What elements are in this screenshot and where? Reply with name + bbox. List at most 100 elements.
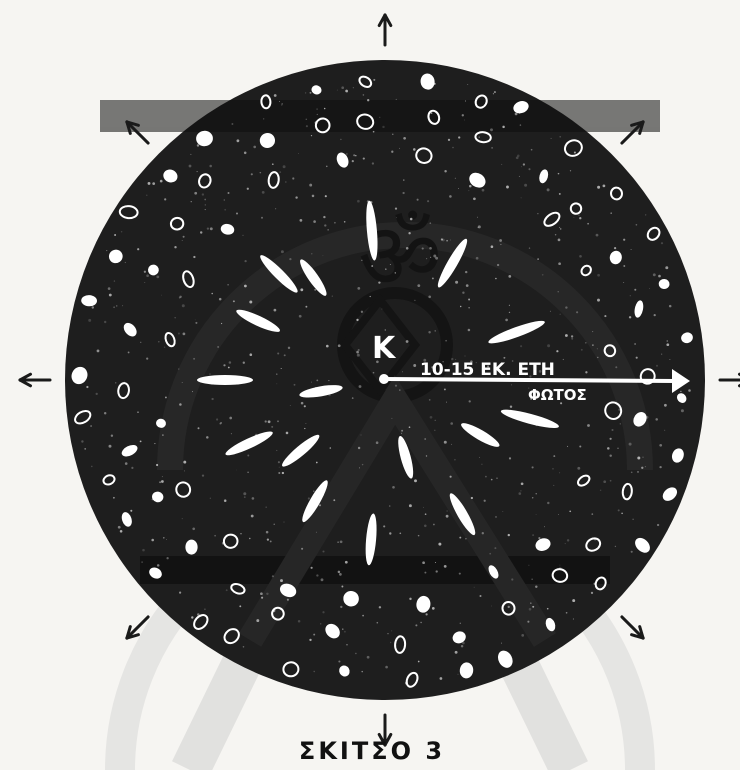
speckle	[597, 348, 598, 349]
speckle	[669, 305, 672, 308]
speckle	[573, 618, 574, 619]
speckle	[256, 619, 259, 622]
speckle	[324, 108, 326, 110]
speckle	[389, 505, 391, 507]
speckle	[146, 357, 148, 359]
speckle	[306, 119, 307, 120]
speckle	[332, 296, 333, 297]
speckle	[305, 306, 307, 308]
speckle	[528, 565, 529, 566]
speckle	[165, 396, 167, 398]
speckle	[417, 199, 419, 201]
speckle	[274, 309, 277, 312]
speckle	[579, 217, 581, 219]
speckle	[341, 86, 344, 89]
speckle	[604, 315, 606, 317]
speckle	[390, 264, 391, 265]
speckle	[140, 441, 142, 443]
speckle	[616, 401, 617, 402]
speckle	[681, 409, 684, 412]
speckle	[553, 455, 555, 457]
speckle	[305, 92, 306, 93]
speckle	[592, 331, 593, 332]
speckle	[109, 294, 112, 297]
speckle	[288, 347, 290, 349]
speckle	[389, 532, 391, 534]
speckle	[193, 358, 195, 360]
speckle	[452, 147, 454, 149]
speckle	[182, 240, 183, 241]
speckle	[111, 435, 113, 437]
speckle	[309, 639, 311, 641]
speckle	[446, 240, 448, 242]
speckle	[435, 420, 436, 421]
speckle	[461, 645, 463, 647]
speckle	[359, 467, 360, 468]
speckle	[547, 344, 550, 347]
speckle	[520, 490, 521, 491]
speckle	[414, 300, 415, 301]
speckle	[304, 405, 306, 407]
speckle	[637, 471, 639, 473]
speckle	[340, 540, 343, 543]
speckle	[392, 134, 393, 135]
speckle	[228, 367, 230, 369]
speckle	[600, 490, 601, 491]
speckle	[409, 598, 411, 600]
speckle	[532, 579, 533, 580]
speckle	[334, 222, 336, 224]
speckle	[581, 349, 583, 351]
speckle	[266, 593, 268, 595]
speckle	[530, 602, 532, 604]
speckle	[403, 137, 406, 140]
speckle	[195, 322, 197, 324]
speckle	[464, 355, 465, 356]
speckle	[321, 578, 324, 581]
speckle	[585, 371, 587, 373]
speckle	[323, 216, 325, 218]
speckle	[160, 180, 163, 183]
speckle	[362, 615, 364, 617]
speckle	[229, 417, 232, 420]
speckle	[547, 608, 549, 610]
speckle	[428, 331, 430, 333]
speckle	[623, 239, 625, 241]
speckle	[247, 188, 249, 190]
speckle	[669, 359, 670, 360]
speckle	[211, 293, 213, 295]
expansion-arrow	[720, 374, 740, 386]
speckle	[267, 538, 269, 540]
speckle	[632, 519, 633, 520]
speckle	[458, 136, 460, 138]
speckle	[430, 222, 432, 224]
speckle	[464, 120, 465, 121]
speckle	[352, 397, 354, 399]
speckle	[446, 402, 447, 403]
speckle	[520, 345, 522, 347]
speckle	[263, 118, 264, 119]
speckle	[131, 467, 133, 469]
speckle	[618, 509, 620, 511]
speckle	[295, 196, 297, 198]
speckle	[356, 351, 359, 354]
speckle	[381, 309, 382, 310]
speckle	[179, 296, 181, 298]
speckle	[262, 191, 265, 194]
speckle	[164, 198, 166, 200]
speckle	[217, 346, 218, 347]
speckle	[465, 100, 466, 101]
speckle	[631, 249, 632, 250]
speckle	[224, 499, 227, 502]
speckle	[449, 195, 452, 198]
speckle	[342, 629, 343, 630]
speckle	[429, 399, 431, 401]
speckle	[383, 525, 385, 527]
speckle	[426, 258, 427, 259]
speckle	[418, 535, 420, 537]
speckle	[251, 515, 254, 518]
speckle	[352, 160, 354, 162]
speckle	[459, 537, 461, 539]
speckle	[224, 200, 225, 201]
speckle	[370, 296, 371, 297]
speckle	[402, 192, 404, 194]
